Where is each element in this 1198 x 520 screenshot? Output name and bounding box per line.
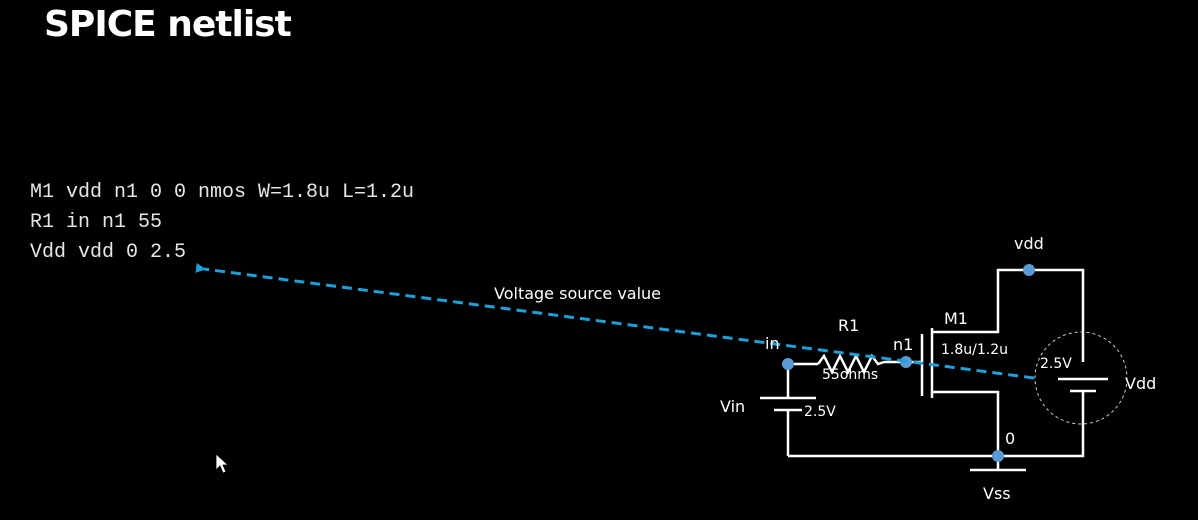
netlist-line-m1: M1 vdd n1 0 0 nmos W=1.8u L=1.2u <box>30 181 415 204</box>
wire-drain-vdd <box>940 268 1085 362</box>
label-vdd-source-name: Vdd <box>1125 374 1156 393</box>
label-vin-value: 2.5V <box>804 404 836 420</box>
label-vdd-source-value: 2.5V <box>1040 356 1072 372</box>
label-n1-node: n1 <box>893 335 913 354</box>
label-r1-name: R1 <box>838 316 859 335</box>
label-vss: Vss <box>983 484 1011 503</box>
vin-source <box>760 396 816 412</box>
mouse-cursor-icon <box>215 453 230 474</box>
label-vin-name: Vin <box>720 397 745 416</box>
wire-vdd-source-bottom <box>788 392 1085 458</box>
vdd-source-highlight <box>1034 331 1128 425</box>
netlist-line-vdd: Vdd vdd 0 2.5 <box>30 241 187 264</box>
netlist-line-r1: R1 in n1 55 <box>30 211 163 234</box>
vdd-source <box>1034 331 1128 425</box>
resistor-r1 <box>817 353 885 375</box>
slide-title: SPICE netlist <box>44 4 292 45</box>
node-vdd <box>1023 264 1035 276</box>
node-in <box>782 358 794 370</box>
netlist-code: M1 vdd n1 0 0 nmos W=1.8u L=1.2u R1 in n… <box>30 178 414 268</box>
annotation-arrow <box>195 263 1035 380</box>
nmos-m1 <box>920 328 940 398</box>
annotation-label: Voltage source value <box>494 284 661 303</box>
label-m1-name: M1 <box>944 309 968 328</box>
circuit-wires <box>786 268 1085 470</box>
label-vdd-node: vdd <box>1014 234 1044 253</box>
wire-source-gnd <box>940 390 1000 456</box>
label-gnd-node: 0 <box>1005 429 1015 448</box>
label-r1-value: 55ohms <box>822 367 878 383</box>
label-in-node: in <box>765 334 780 353</box>
node-gnd <box>992 450 1004 462</box>
label-m1-size: 1.8u/1.2u <box>941 342 1008 358</box>
